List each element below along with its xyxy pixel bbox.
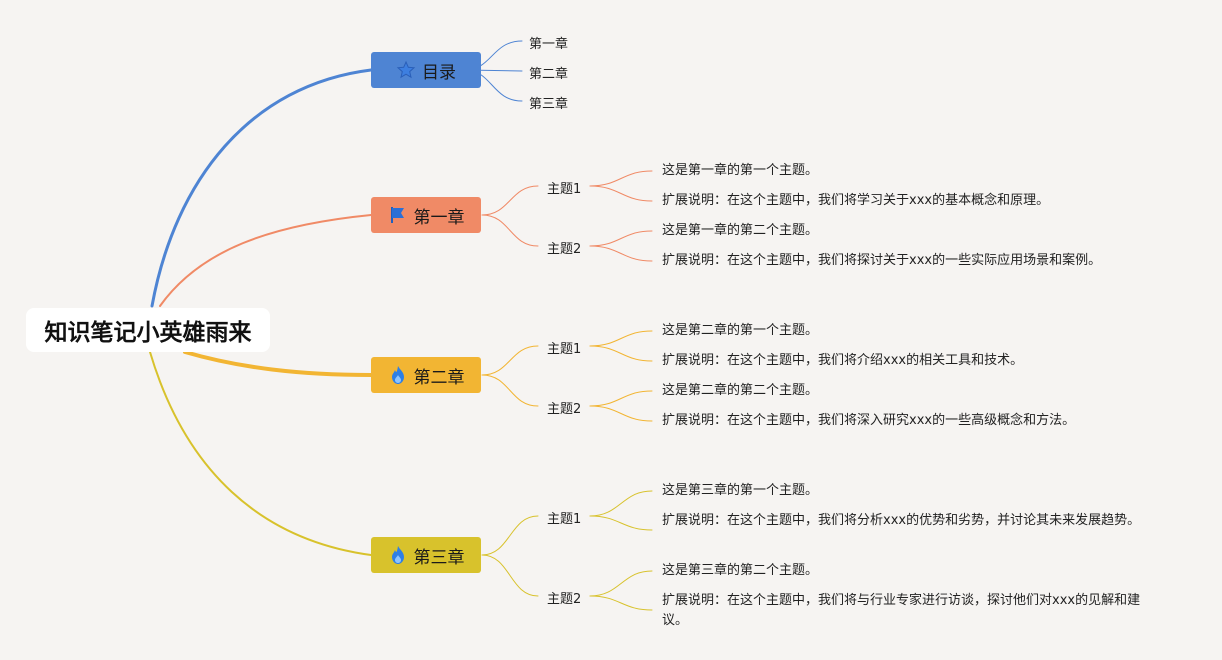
chapter-3-topic-2-note[interactable]: 扩展说明：在这个主题中，我们将与行业专家进行访谈，探讨他们对xxx的见解和建议。: [662, 593, 1141, 628]
chapter-3-topic-1-content[interactable]: 这是第三章的第一个主题。: [662, 483, 819, 498]
fire-icon: [388, 545, 408, 565]
toc-item-3[interactable]: 第三章: [529, 97, 569, 112]
star-icon: [396, 60, 416, 80]
branch-toc-label: 目录: [422, 62, 456, 83]
branch-chapter-3[interactable]: 第三章: [371, 537, 481, 573]
chapter-3-topic-2[interactable]: 主题2: [547, 592, 582, 607]
chapter-1-topic-2-note[interactable]: 扩展说明：在这个主题中，我们将探讨关于xxx的一些实际应用场景和案例。: [662, 253, 1102, 268]
link-root-toc: [150, 68, 373, 308]
toc-item-2[interactable]: 第二章: [529, 67, 569, 82]
chapter-2-topic-2-content[interactable]: 这是第二章的第二个主题。: [662, 383, 819, 398]
chapter-3-topic-1-note[interactable]: 扩展说明：在这个主题中，我们将分析xxx的优势和劣势，并讨论其未来发展趋势。: [662, 513, 1141, 528]
branch-toc[interactable]: 目录: [371, 52, 481, 88]
root-topic[interactable]: 知识笔记小英雄雨来: [26, 308, 270, 352]
chapter-1-topic-1-note[interactable]: 扩展说明：在这个主题中，我们将学习关于xxx的基本概念和原理。: [662, 193, 1050, 208]
chapter-2-topic-1-note[interactable]: 扩展说明：在这个主题中，我们将介绍xxx的相关工具和技术。: [662, 353, 1024, 368]
chapter-2-topic-1-content[interactable]: 这是第二章的第一个主题。: [662, 323, 819, 338]
chapter-1-topic-1[interactable]: 主题1: [547, 182, 582, 197]
chapter-2-topic-2-note[interactable]: 扩展说明：在这个主题中，我们将深入研究xxx的一些高级概念和方法。: [662, 413, 1076, 428]
chapter-1-topic-2[interactable]: 主题2: [547, 242, 582, 257]
chapter-3-topic-1[interactable]: 主题1: [547, 512, 582, 527]
branch-chapter-3-label: 第三章: [413, 547, 465, 568]
link-root-ch2: [183, 350, 373, 377]
chapter-1-topic-1-content[interactable]: 这是第一章的第一个主题。: [662, 163, 819, 178]
chapter-2-topic-2[interactable]: 主题2: [547, 402, 582, 417]
flag-icon: [388, 205, 408, 225]
chapter-2-topic-1[interactable]: 主题1: [547, 342, 582, 357]
branch-chapter-1[interactable]: 第一章: [371, 197, 481, 233]
toc-item-1[interactable]: 第一章: [529, 37, 569, 52]
branch-chapter-2-label: 第二章: [413, 367, 465, 388]
chapter-3-topic-2-content[interactable]: 这是第三章的第二个主题。: [662, 563, 819, 578]
fire-icon: [388, 365, 408, 385]
root-title: 知识笔记小英雄雨来: [44, 320, 252, 346]
link-root-ch1: [159, 214, 372, 307]
branch-chapter-1-label: 第一章: [413, 207, 465, 228]
link-root-ch3: [149, 351, 372, 556]
branch-chapter-2[interactable]: 第二章: [371, 357, 481, 393]
chapter-1-topic-2-content[interactable]: 这是第一章的第二个主题。: [662, 223, 819, 238]
